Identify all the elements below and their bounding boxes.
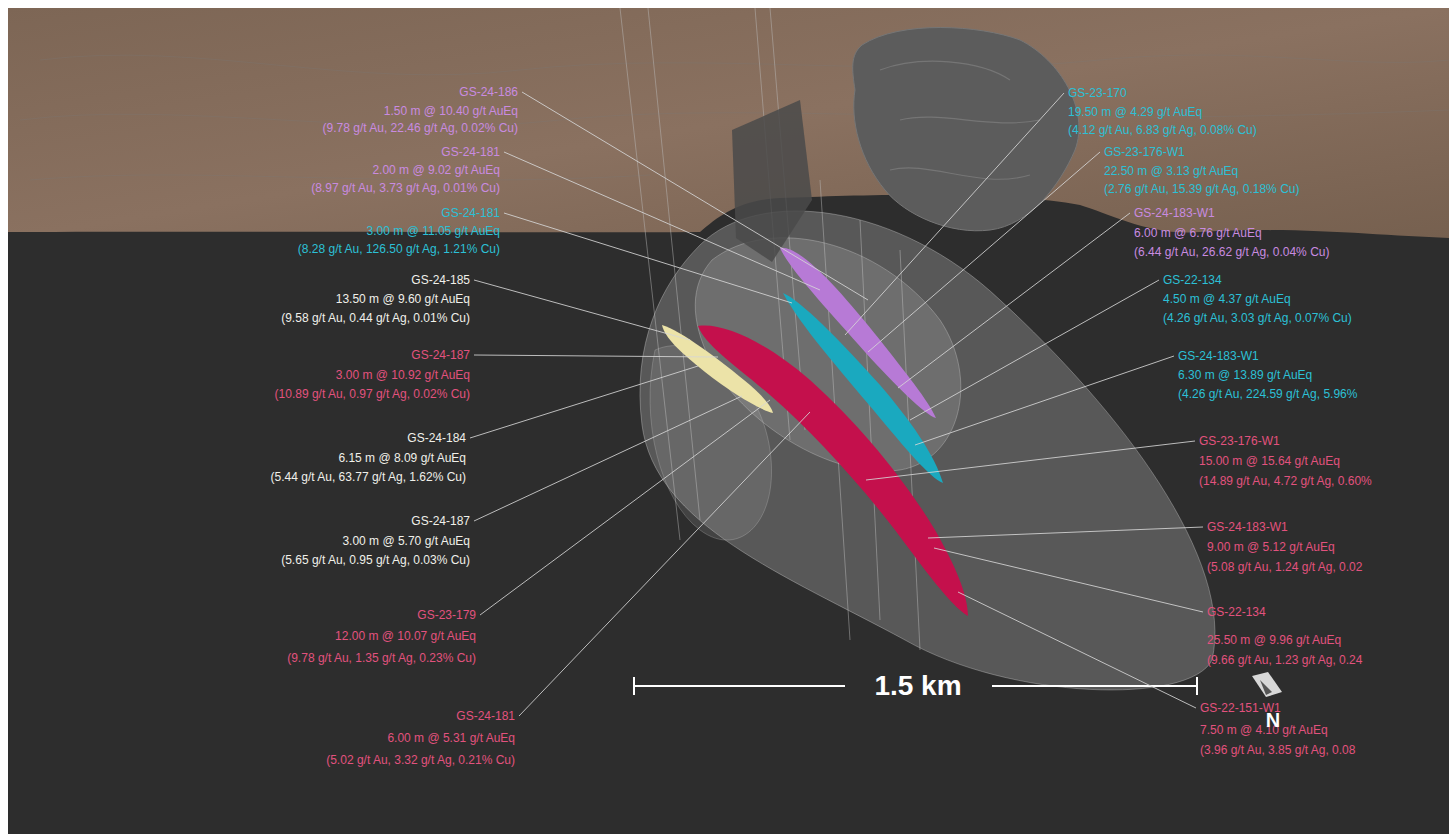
intercept: 3.00 m @ 5.70 g/t AuEq [342,534,470,548]
assay: (5.65 g/t Au, 0.95 g/t Ag, 0.03% Cu) [281,553,470,567]
hole-id: GS-24-183-W1 [1178,349,1259,363]
intercept: 3.00 m @ 11.05 g/t AuEq [367,224,500,238]
intercept: 13.50 m @ 9.60 g/t AuEq [336,292,470,306]
hole-id: GS-24-186 [459,85,518,99]
scale-label: 1.5 km [874,669,961,703]
dike [732,100,812,262]
intercept: 22.50 m @ 3.13 g/t AuEq [1104,164,1238,178]
leader-line [866,441,1195,480]
intercept: 6.30 m @ 13.89 g/t AuEq [1178,368,1312,382]
assay: (5.08 g/t Au, 1.24 g/t Ag, 0.02 [1207,560,1362,574]
hole-id: GS-24-187 [411,514,470,528]
intercept: 25.50 m @ 9.96 g/t AuEq [1207,633,1341,647]
assay: (3.96 g/t Au, 3.85 g/t Ag, 0.08 [1200,743,1355,757]
leader-line [519,412,810,716]
leader-line [474,355,718,357]
intercept: 1.50 m @ 10.40 g/t AuEq [384,104,518,118]
body-relief [880,61,1040,179]
intercept: 6.15 m @ 8.09 g/t AuEq [338,451,466,465]
leader-line [504,152,820,290]
intercept: 15.00 m @ 15.64 g/t AuEq [1199,454,1340,468]
leader-line [845,93,1064,335]
hole-id: GS-24-184 [407,431,466,445]
leader-line [474,396,742,521]
assay: (10.89 g/t Au, 0.97 g/t Ag, 0.02% Cu) [275,387,470,401]
assay: (5.02 g/t Au, 3.32 g/t Ag, 0.21% Cu) [326,753,515,767]
red-zone [698,326,968,616]
assay: (4.12 g/t Au, 6.83 g/t Ag, 0.08% Cu) [1068,123,1257,137]
hole-id: GS-24-185 [411,273,470,287]
leader-line [910,280,1159,420]
assay: (8.97 g/t Au, 3.73 g/t Ag, 0.01% Cu) [311,181,500,195]
assay: (9.58 g/t Au, 0.44 g/t Ag, 0.01% Cu) [281,311,470,325]
leader-line [522,92,868,300]
leader-line [958,592,1196,708]
hole-id: GS-24-183-W1 [1134,206,1215,220]
intrusive-body [853,28,1079,231]
intercept: 9.00 m @ 5.12 g/t AuEq [1207,540,1335,554]
intercept: 12.00 m @ 10.07 g/t AuEq [335,629,476,643]
leader-line [474,280,690,340]
assay: (4.26 g/t Au, 224.59 g/t Ag, 5.96% [1178,387,1357,401]
hole-id: GS-24-181 [441,206,500,220]
hole-id: GS-22-134 [1207,605,1266,619]
hole-id: GS-24-183-W1 [1207,520,1288,534]
yellow-zone [662,325,773,413]
leader-line [868,152,1100,352]
hole-id: GS-24-181 [441,145,500,159]
intercept: 7.50 m @ 4.10 g/t AuEq [1200,723,1328,737]
leader-line [934,548,1203,612]
assay: (9.78 g/t Au, 22.46 g/t Ag, 0.02% Cu) [323,121,518,135]
hole-id: GS-24-187 [411,348,470,362]
assay: (5.44 g/t Au, 63.77 g/t Ag, 1.62% Cu) [271,470,466,484]
leader-line [470,366,698,438]
hole-id: GS-23-176-W1 [1104,145,1185,159]
north-arrow [1252,672,1282,697]
hole-id: GS-23-170 [1068,86,1127,100]
hole-id: GS-24-181 [456,709,515,723]
assay: (14.89 g/t Au, 4.72 g/t Ag, 0.60% [1199,474,1372,488]
ground [8,8,1449,834]
intercept: 6.00 m @ 6.76 g/t AuEq [1134,226,1262,240]
assay: (8.28 g/t Au, 126.50 g/t Ag, 1.21% Cu) [298,242,500,256]
leader-line [480,400,770,615]
hole-id: GS-22-134 [1163,273,1222,287]
leader-line [504,213,792,303]
leader-line [928,527,1203,538]
assay: (2.76 g/t Au, 15.39 g/t Ag, 0.18% Cu) [1104,182,1299,196]
north-label: N [1266,708,1280,732]
leader-line [915,356,1174,445]
intercept: 2.00 m @ 9.02 g/t AuEq [372,163,500,177]
assay: (6.44 g/t Au, 26.62 g/t Ag, 0.04% Cu) [1134,245,1329,259]
intercept: 6.00 m @ 5.31 g/t AuEq [387,731,515,745]
intercept: 4.50 m @ 4.37 g/t AuEq [1163,292,1291,306]
hole-id: GS-23-176-W1 [1199,434,1280,448]
overburden [8,8,1449,238]
assay: (9.66 g/t Au, 1.23 g/t Ag, 0.24 [1207,653,1362,667]
hole-id: GS-23-179 [417,608,476,622]
intercept: 3.00 m @ 10.92 g/t AuEq [336,368,470,382]
assay: (4.26 g/t Au, 3.03 g/t Ag, 0.07% Cu) [1163,311,1352,325]
assay: (9.78 g/t Au, 1.35 g/t Ag, 0.23% Cu) [287,651,476,665]
intercept: 19.50 m @ 4.29 g/t AuEq [1068,105,1202,119]
